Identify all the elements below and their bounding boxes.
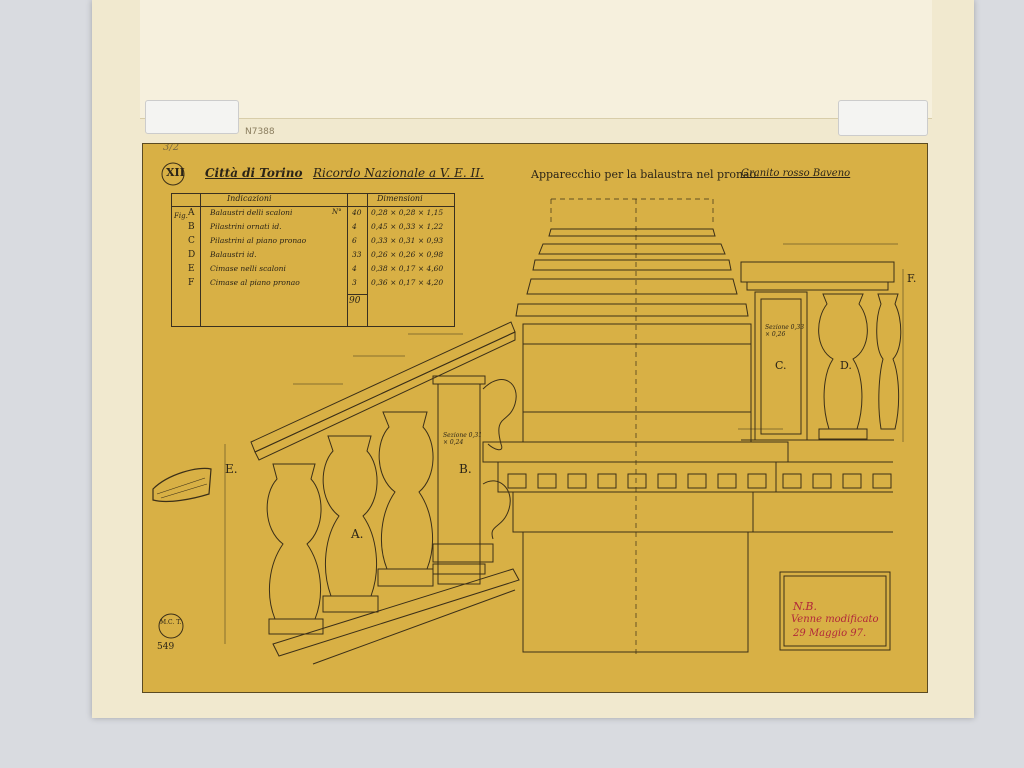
col-fig: Fig. — [174, 212, 188, 220]
label-d: D. — [840, 359, 852, 372]
label-a: A. — [351, 527, 364, 541]
tape-right — [838, 100, 928, 136]
label-c: C. — [775, 359, 787, 372]
drawing-sheet: XII 3/2 Città di Torino Ricordo Nazional… — [142, 143, 928, 693]
col-dimensions: Dimensioni — [377, 194, 423, 203]
subject-title: Ricordo Nazionale a V. E. II. — [313, 166, 484, 180]
col-indications: Indicazioni — [227, 194, 272, 203]
red-note-line1: N.B. — [793, 600, 817, 613]
drawing-title: Apparecchio per la balaustra nel pronao. — [531, 168, 760, 181]
stair-balusters — [266, 411, 434, 620]
red-note-line3: 29 Maggio 97. — [793, 628, 867, 639]
table-row: E Cimase nelli scaloni 4 0,38 × 0,17 × 4… — [188, 264, 444, 274]
table-row: D Balaustri id. 33 0,26 × 0,26 × 0,98 — [188, 250, 444, 260]
stamp-mark: M.C. T. — [160, 619, 182, 626]
plate-circle — [161, 162, 185, 186]
section-note-b: Sezione 0,31 × 0,24 — [443, 432, 483, 446]
table-row: F Cimase al piano pronao 3 0,36 × 0,17 ×… — [188, 278, 444, 288]
section-note-c: Sezione 0,33 × 0,26 — [765, 324, 805, 338]
table-total: 90 — [349, 296, 361, 306]
specification-table: Indicazioni Dimensioni Fig. N° A Balaust… — [171, 193, 455, 327]
folder-flap — [140, 0, 932, 119]
dentil-row — [507, 473, 892, 489]
tape-left — [145, 100, 239, 134]
table-row: B Pilastrini ornati id. 4 0,45 × 0,33 × … — [188, 222, 444, 232]
col-n: N° — [332, 208, 342, 216]
table-row: A Balaustri delli scaloni 40 0,28 × 0,28… — [188, 208, 444, 218]
label-f: F. — [907, 272, 917, 285]
red-note-line2: Venne modificato — [791, 614, 879, 625]
top-note: 3/2 — [163, 143, 180, 153]
table-row: C Pilastrini al piano pronao 6 0,33 × 0,… — [188, 236, 444, 246]
inventory-number: N7388 — [245, 127, 275, 137]
city-title: Città di Torino — [205, 166, 303, 180]
upper-balusters — [818, 293, 902, 440]
pilaster-b — [437, 383, 481, 585]
label-b: B. — [459, 462, 472, 476]
material-note: Granito rosso Baveno — [741, 168, 851, 179]
label-e: E. — [225, 462, 238, 476]
plate-number: XII — [166, 166, 185, 179]
stamp-number: 549 — [157, 642, 175, 652]
table-header: Indicazioni Dimensioni — [172, 194, 454, 207]
architectural-drawing — [152, 162, 904, 665]
